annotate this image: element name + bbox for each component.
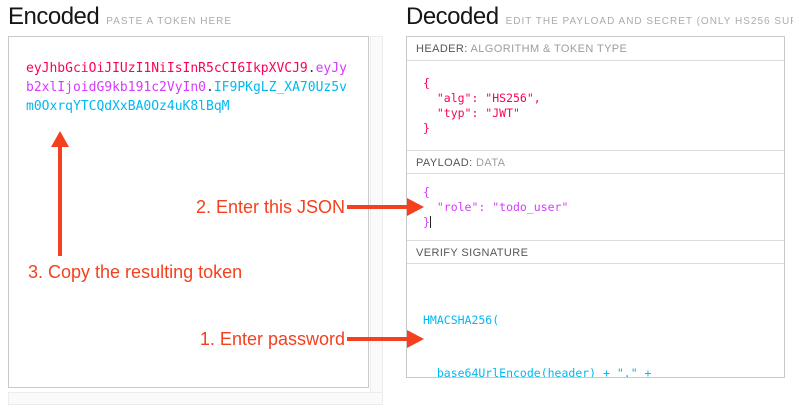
encoded-title: Encoded	[8, 3, 100, 30]
horizontal-scrollbar[interactable]	[8, 392, 383, 405]
verify-signature-label: VERIFY SIGNATURE	[407, 241, 784, 264]
edit-payload-hint: EDIT THE PAYLOAD AND SECRET (ONLY HS256 …	[505, 16, 793, 27]
signature-formula: HMACSHA256( base64UrlEncode(header) + ".…	[407, 264, 784, 377]
encoded-panel-title: Encoded PASTE A TOKEN HERE	[8, 3, 232, 31]
annotation-step3: 3. Copy the resulting token	[28, 262, 243, 282]
paste-token-hint: PASTE A TOKEN HERE	[106, 16, 233, 27]
payload-section-label: PAYLOAD: DATA	[407, 151, 784, 174]
step1-arrow-shaft	[347, 337, 407, 341]
arrow-right-icon	[407, 330, 424, 348]
token-signature-segment: IF9PKgLZ_XA70Uz5vm0OxrqYTCQdXxBA0Oz4uK8l…	[26, 80, 347, 114]
annotation-step2: 2. Enter this JSON	[195, 197, 345, 217]
signature-line2: base64UrlEncode(header) + "." +	[423, 365, 652, 378]
header-json-editor[interactable]: { "alg": "HS256", "typ": "JWT" }	[407, 61, 784, 151]
signature-line1: HMACSHA256(	[423, 313, 500, 327]
step2-arrow-shaft	[347, 205, 407, 209]
jwt-token-text[interactable]: eyJhbGciOiJIUzI1NiIsInR5cCI6IkpXVCJ9.eyJ…	[26, 59, 351, 116]
step3-arrow-shaft	[58, 146, 62, 256]
vertical-scrollbar[interactable]	[370, 36, 383, 405]
token-payload-segment: eyJyb2xlIjoidG9kb191c2VyIn0	[26, 61, 347, 95]
header-section-label: HEADER: ALGORITHM & TOKEN TYPE	[407, 37, 784, 61]
arrow-right-icon	[407, 198, 424, 216]
token-separator-dot: .	[206, 80, 214, 95]
arrow-up-icon	[51, 131, 69, 147]
decoded-panel: HEADER: ALGORITHM & TOKEN TYPE { "alg": …	[406, 36, 785, 378]
encoded-token-textarea[interactable]: eyJhbGciOiJIUzI1NiIsInR5cCI6IkpXVCJ9.eyJ…	[8, 36, 369, 388]
payload-json-editor[interactable]: { "role": "todo_user" }	[407, 174, 784, 241]
token-header-segment: eyJhbGciOiJIUzI1NiIsInR5cCI6IkpXVCJ9	[26, 61, 308, 76]
decoded-panel-title: Decoded EDIT THE PAYLOAD AND SECRET (ONLY…	[406, 3, 793, 31]
decoded-title: Decoded	[406, 3, 499, 30]
text-cursor	[429, 216, 431, 228]
annotation-step1: 1. Enter password	[199, 329, 345, 349]
token-separator-dot: .	[307, 61, 316, 76]
